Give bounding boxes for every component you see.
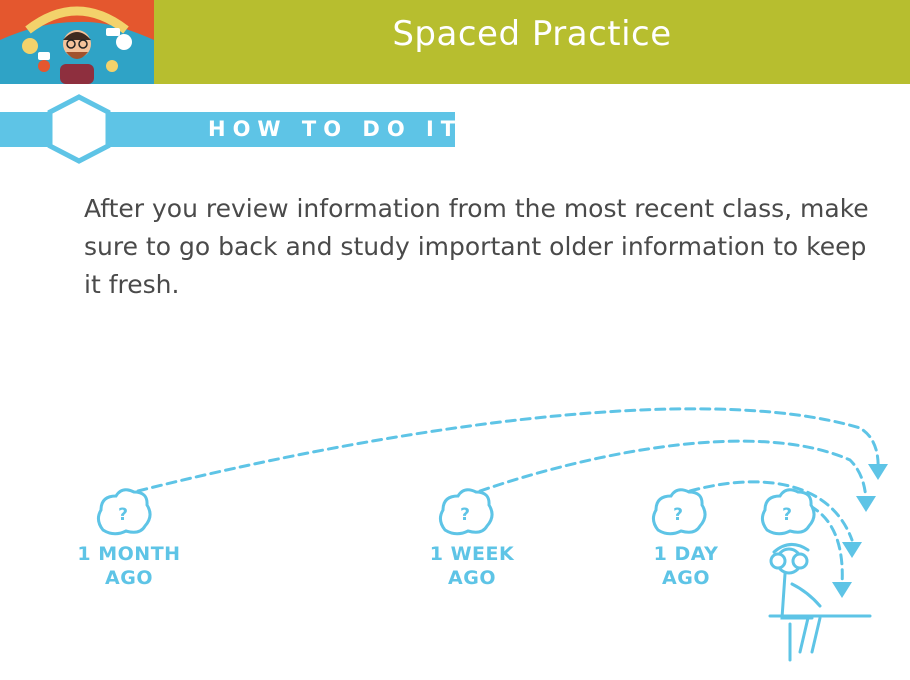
label-line: AGO xyxy=(448,567,496,589)
logo xyxy=(0,0,154,84)
label-1-day: 1 DAY AGO xyxy=(634,542,738,590)
label-line: 1 WEEK xyxy=(429,543,515,565)
arrow-week xyxy=(478,439,868,506)
label-line: AGO xyxy=(105,567,153,589)
arrowhead-day-icon xyxy=(842,542,862,558)
question-mark: ? xyxy=(460,505,470,525)
question-mark: ? xyxy=(782,505,792,525)
label-line: 1 MONTH xyxy=(77,543,181,565)
spaced-practice-diagram: ? ? ? ? xyxy=(96,407,888,662)
label-line: 1 DAY xyxy=(653,543,719,565)
page-title: Spaced Practice xyxy=(392,14,672,54)
label-line: AGO xyxy=(662,567,710,589)
question-mark: ? xyxy=(118,505,128,525)
thought-cloud-icon xyxy=(760,488,816,536)
arrowhead-week-icon xyxy=(856,496,876,512)
label-1-week: 1 WEEK AGO xyxy=(412,542,532,590)
student-icon xyxy=(768,543,872,662)
arrow-month xyxy=(136,407,880,493)
arrowhead-now-icon xyxy=(832,582,852,598)
label-1-month: 1 MONTH AGO xyxy=(63,542,195,590)
thought-cloud-icon xyxy=(438,488,494,536)
question-mark: ? xyxy=(673,505,683,525)
arrow-day xyxy=(688,480,854,542)
section-label: HOW TO DO IT xyxy=(208,117,463,141)
thought-cloud-icon xyxy=(96,488,152,536)
arrowhead-month-icon xyxy=(868,464,888,480)
body-paragraph: After you review information from the mo… xyxy=(84,194,869,299)
arrow-now xyxy=(808,504,844,587)
thought-cloud-icon xyxy=(651,488,707,536)
hexagon-icon xyxy=(47,94,111,164)
